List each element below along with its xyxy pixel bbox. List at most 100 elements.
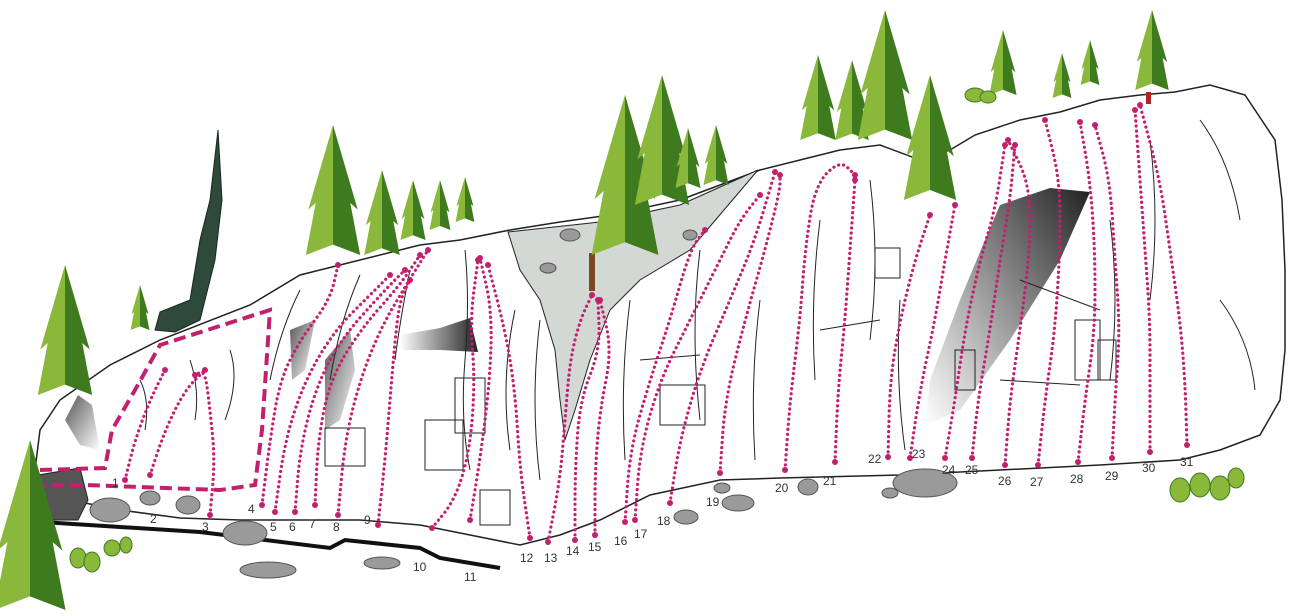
- route-endpoint: [832, 459, 838, 465]
- route-endpoint: [952, 202, 958, 208]
- route-number-label: 29: [1105, 469, 1119, 483]
- route-endpoint: [147, 472, 153, 478]
- route-endpoint: [429, 525, 435, 531]
- route-endpoint: [335, 262, 341, 268]
- route-number-label: 11: [464, 570, 477, 584]
- tree: [858, 10, 912, 140]
- route-number-label: 9: [364, 513, 371, 527]
- route-endpoint: [162, 367, 168, 373]
- tree: [1081, 40, 1100, 85]
- route-endpoint: [1005, 137, 1011, 143]
- tree-trunk: [589, 253, 595, 291]
- route-endpoint: [259, 502, 265, 508]
- tree: [800, 55, 836, 140]
- route-endpoint: [702, 227, 708, 233]
- route-endpoint: [477, 255, 483, 261]
- route-number-label: 10: [413, 560, 427, 574]
- tree: [38, 265, 92, 395]
- route-endpoint: [632, 517, 638, 523]
- route-endpoint: [852, 177, 858, 183]
- tree: [989, 30, 1016, 95]
- route-number-label: 15: [588, 540, 602, 554]
- tree: [904, 75, 956, 200]
- route-endpoint: [782, 467, 788, 473]
- route-endpoint: [1042, 117, 1048, 123]
- route-number-label: 24: [942, 463, 956, 477]
- route-number-label: 22: [868, 452, 882, 466]
- route-endpoint: [1132, 107, 1138, 113]
- route-endpoint: [757, 192, 763, 198]
- route-endpoint: [207, 512, 213, 518]
- route-endpoint: [572, 537, 578, 543]
- route-number-label: 17: [634, 527, 648, 541]
- route-endpoint: [969, 455, 975, 461]
- route-endpoint: [485, 262, 491, 268]
- route-number-label: 31: [1180, 455, 1194, 469]
- route-endpoint: [192, 372, 198, 378]
- route-number-label: 2: [150, 512, 157, 526]
- route-number-label: 30: [1142, 461, 1156, 475]
- route-endpoint: [292, 509, 298, 515]
- tree: [456, 177, 475, 222]
- route-endpoint: [407, 277, 413, 283]
- route-endpoint: [545, 539, 551, 545]
- route-endpoint: [1137, 102, 1143, 108]
- route-endpoint: [272, 509, 278, 515]
- tree: [703, 125, 728, 185]
- route-number-label: 5: [270, 520, 277, 534]
- route-number-label: 7: [309, 517, 316, 531]
- route-endpoint: [589, 292, 595, 298]
- route-number-label: 18: [657, 514, 671, 528]
- route-endpoint: [1035, 462, 1041, 468]
- route-endpoint: [1184, 442, 1190, 448]
- tree: [1135, 10, 1168, 90]
- route-endpoint: [335, 512, 341, 518]
- route-endpoint: [622, 519, 628, 525]
- summit-post: [1146, 92, 1151, 104]
- route-number-label: 8: [333, 520, 340, 534]
- route-number-label: 4: [248, 502, 255, 516]
- tree: [131, 285, 150, 330]
- route-endpoint: [777, 172, 783, 178]
- route-endpoint: [312, 502, 318, 508]
- tree: [400, 180, 425, 240]
- route-endpoint: [942, 455, 948, 461]
- route-number-label: 19: [706, 495, 720, 509]
- route-endpoint: [1077, 119, 1083, 125]
- route-number-label: 20: [775, 481, 789, 495]
- tree: [364, 170, 400, 255]
- route-endpoint: [387, 272, 393, 278]
- route-endpoint: [597, 297, 603, 303]
- route-number-label: 25: [965, 463, 979, 477]
- route-endpoint: [885, 454, 891, 460]
- tree: [430, 180, 451, 230]
- route-number-label: 14: [566, 544, 580, 558]
- route-endpoint: [122, 477, 128, 483]
- route-endpoint: [1075, 459, 1081, 465]
- tree: [1053, 53, 1072, 98]
- route-number-label: 12: [520, 551, 534, 565]
- route-endpoint: [467, 517, 473, 523]
- route-endpoint: [425, 247, 431, 253]
- route-endpoint: [1002, 462, 1008, 468]
- route-number-label: 13: [544, 551, 558, 565]
- route-endpoint: [772, 169, 778, 175]
- route-number-label: 3: [202, 520, 209, 534]
- route-number-label: 28: [1070, 472, 1084, 486]
- route-endpoint: [527, 535, 533, 541]
- route-number-label: 16: [614, 534, 628, 548]
- route-endpoint: [717, 470, 723, 476]
- route-endpoint: [1002, 142, 1008, 148]
- route-endpoint: [1147, 449, 1153, 455]
- route-endpoint: [375, 522, 381, 528]
- route-number-label: 23: [912, 447, 926, 461]
- route-endpoint: [1109, 455, 1115, 461]
- route-number-label: 27: [1030, 475, 1044, 489]
- route-endpoint: [1092, 122, 1098, 128]
- route-endpoint: [927, 212, 933, 218]
- route-endpoint: [667, 500, 673, 506]
- route-number-label: 1: [112, 476, 119, 490]
- route-number-label: 26: [998, 474, 1012, 488]
- tree: [306, 125, 360, 255]
